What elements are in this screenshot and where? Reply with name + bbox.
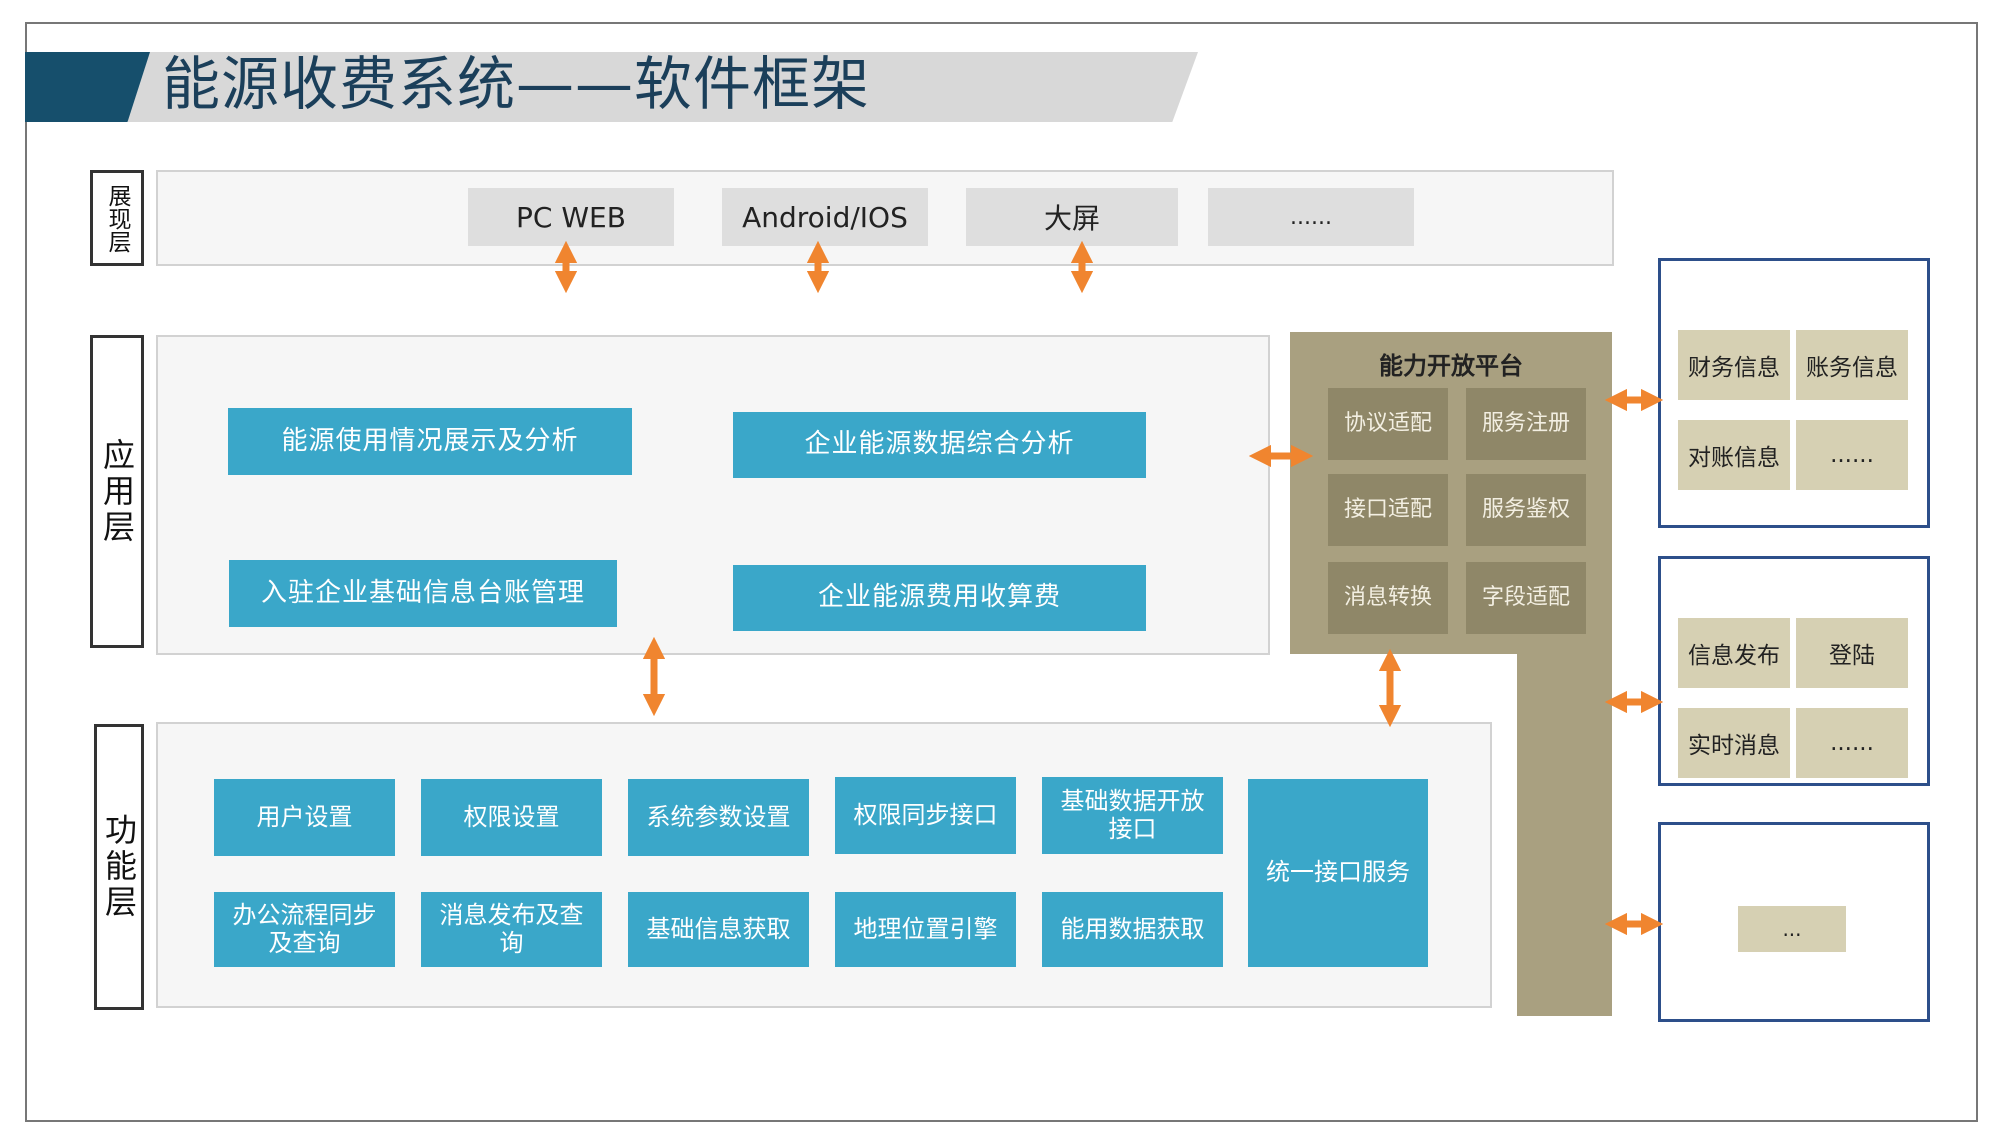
app-item-enterprise-data-analysis: 企业能源数据综合分析 (733, 412, 1146, 478)
platform-cell-interface-adapt: 接口适配 (1328, 474, 1448, 546)
presentation-item-pc-web: PC WEB (468, 188, 674, 246)
side-cell-finance-info: 财务信息 (1678, 330, 1790, 400)
platform-cell-service-register: 服务注册 (1466, 388, 1586, 460)
side-cell-finance-more: ...... (1796, 420, 1908, 490)
platform-cell-field-adapt: 字段适配 (1466, 562, 1586, 634)
presentation-item-mobile: Android/IOS (722, 188, 928, 246)
platform-cell-message-convert: 消息转换 (1328, 562, 1448, 634)
func-item-message-publish-query: 消息发布及查询 (421, 892, 602, 967)
side-cell-other-more: ... (1738, 906, 1846, 952)
platform-cell-protocol-adapt: 协议适配 (1328, 388, 1448, 460)
title-accent (25, 52, 150, 122)
func-item-base-info-fetch: 基础信息获取 (628, 892, 809, 967)
func-item-geo-location-engine: 地理位置引擎 (835, 892, 1016, 967)
func-item-user-settings: 用户设置 (214, 779, 395, 856)
side-cell-realtime-message: 实时消息 (1678, 708, 1790, 778)
func-item-energy-data-fetch: 能用数据获取 (1042, 892, 1223, 967)
layer-label-function: 功能层 (94, 724, 144, 1010)
func-item-office-workflow-sync: 办公流程同步及查询 (214, 892, 395, 967)
func-item-permission-sync-api: 权限同步接口 (835, 777, 1016, 854)
diagram-title: 能源收费系统——软件框架 (162, 50, 871, 118)
platform-title: 能力开放平台 (1379, 352, 1523, 380)
side-cell-reconcile-info: 对账信息 (1678, 420, 1790, 490)
presentation-item-more: ...... (1208, 188, 1414, 246)
func-item-unified-api-service: 统一接口服务 (1248, 779, 1428, 967)
platform-block-stem (1517, 654, 1612, 1016)
side-group-other (1658, 822, 1930, 1022)
app-item-enterprise-ledger: 入驻企业基础信息台账管理 (229, 560, 617, 627)
layer-label-presentation: 展现层 (90, 170, 144, 266)
layer-label-application: 应用层 (90, 335, 144, 648)
diagram-frame (25, 22, 1978, 1122)
func-item-system-params: 系统参数设置 (628, 779, 809, 856)
app-item-energy-usage-analysis: 能源使用情况展示及分析 (228, 408, 632, 475)
platform-cell-service-auth: 服务鉴权 (1466, 474, 1586, 546)
side-cell-account-info: 账务信息 (1796, 330, 1908, 400)
title-bar (128, 52, 1198, 122)
side-cell-login: 登陆 (1796, 618, 1908, 688)
app-item-energy-billing: 企业能源费用收算费 (733, 565, 1146, 631)
side-cell-messaging-more: ...... (1796, 708, 1908, 778)
presentation-item-big-screen: 大屏 (966, 188, 1178, 246)
func-item-base-data-open-api: 基础数据开放接口 (1042, 777, 1223, 854)
func-item-permission-settings: 权限设置 (421, 779, 602, 856)
side-cell-info-publish: 信息发布 (1678, 618, 1790, 688)
